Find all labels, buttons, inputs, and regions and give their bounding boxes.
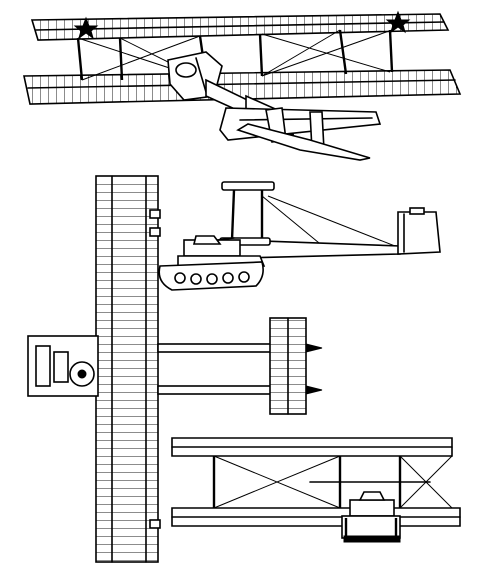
perspective-view [23, 10, 462, 161]
perspective-lower-wing [23, 69, 462, 105]
top-tail-booms [157, 343, 277, 395]
side-tail-fin [397, 207, 441, 255]
side-view [158, 181, 441, 291]
side-upper-wing [221, 181, 275, 191]
top-horizontal-tail [269, 317, 323, 415]
side-struts [230, 189, 401, 253]
top-view [27, 175, 323, 563]
front-view [171, 437, 461, 543]
top-main-wing [95, 175, 161, 563]
front-lower-wing [171, 507, 461, 527]
perspective-upper-wing [30, 13, 450, 41]
front-upper-wing [171, 437, 453, 457]
perspective-tail-surface [219, 107, 382, 161]
front-struts-bracing [212, 455, 453, 509]
top-nose-fuselage [27, 335, 99, 397]
front-tank [341, 491, 401, 543]
side-tank-tracks [158, 261, 264, 291]
